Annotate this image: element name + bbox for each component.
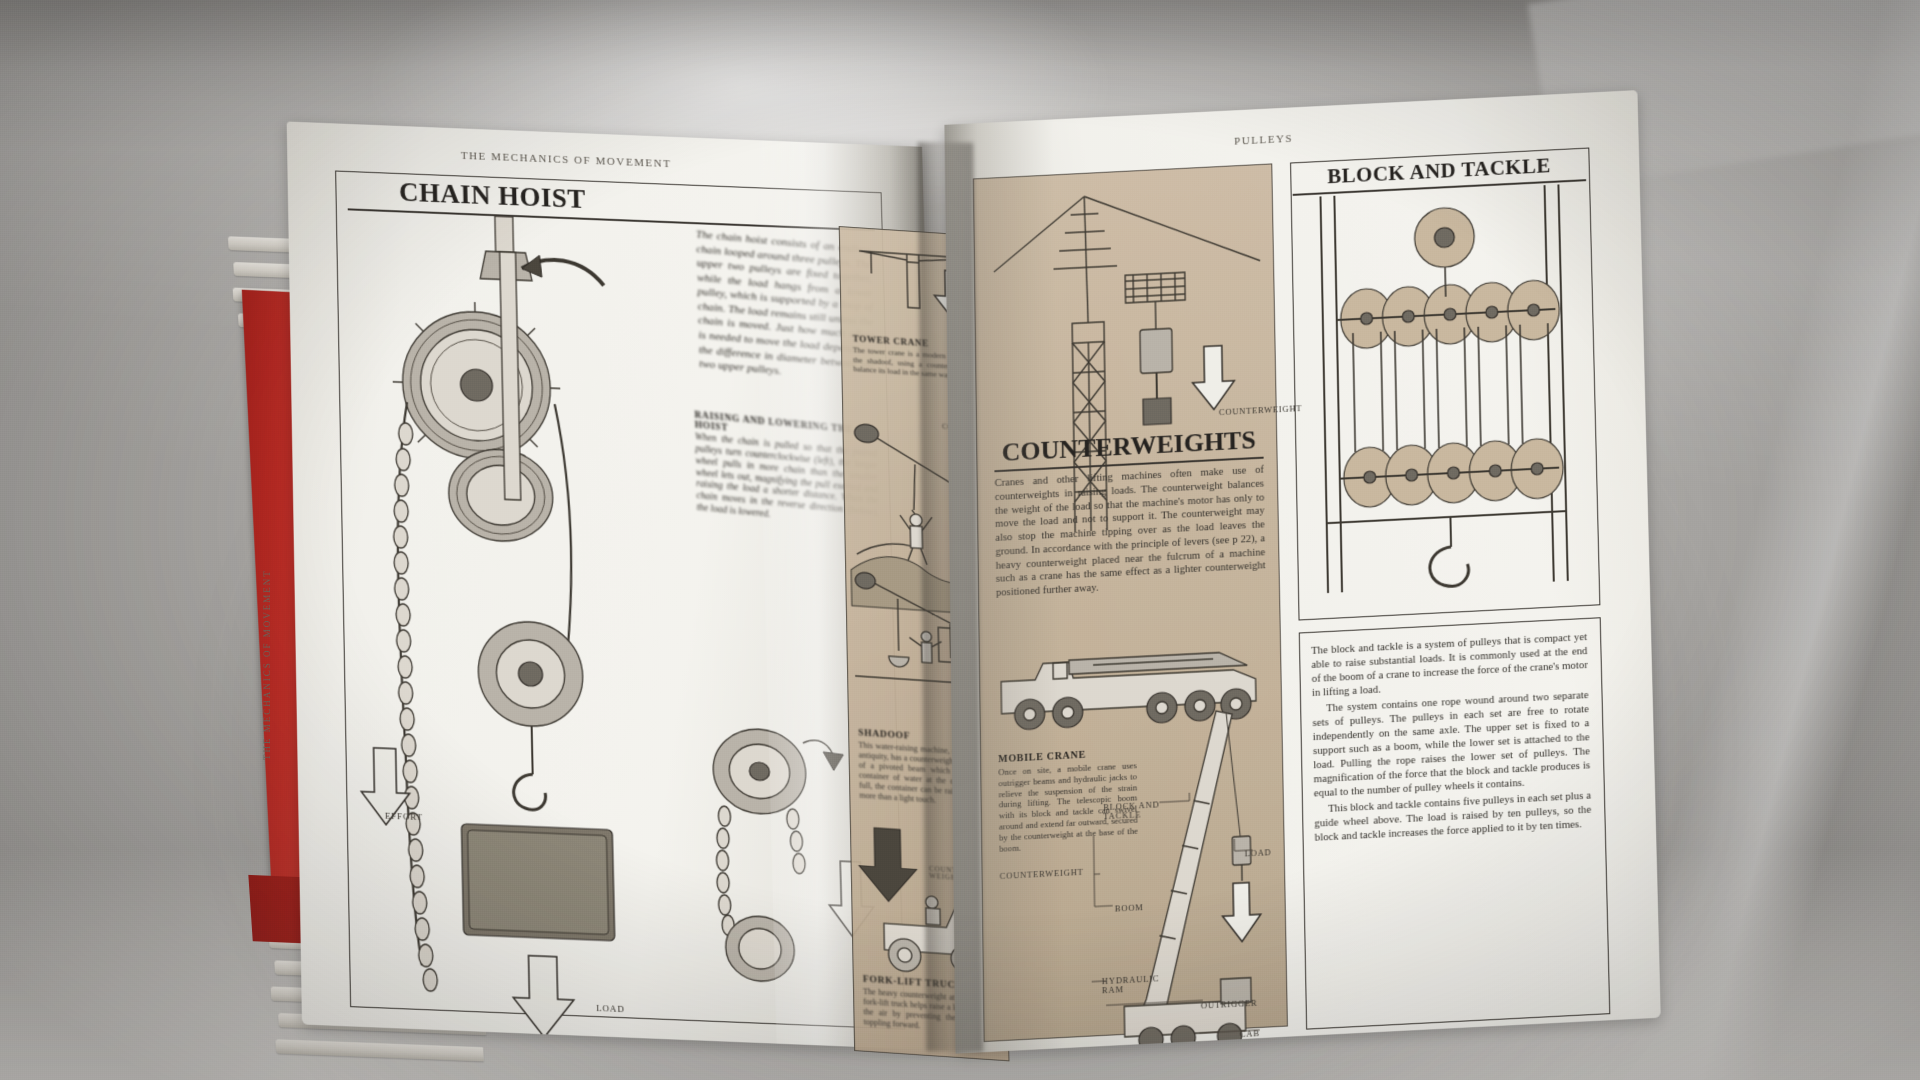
book-edge-text: THE MECHANICS OF MOVEMENT bbox=[262, 569, 272, 760]
book-edge-label: THE MECHANICS OF MOVEMENT bbox=[262, 569, 272, 760]
left-page[interactable]: THE MECHANICS OF MOVEMENT CHAIN HOIST Th… bbox=[286, 121, 949, 1051]
right-running-head: PULLEYS bbox=[1234, 132, 1294, 148]
mobile-crane-erected-illustration bbox=[1120, 683, 1297, 1054]
right-page[interactable]: PULLEYS bbox=[944, 90, 1661, 1054]
left-running-head: THE MECHANICS OF MOVEMENT bbox=[460, 149, 672, 171]
open-book[interactable]: THE MECHANICS OF MOVEMENT CHAIN HOIST Th… bbox=[207, 90, 1744, 1080]
chain-hoist-illustration bbox=[346, 202, 724, 1006]
block-and-tackle-illustration bbox=[1295, 183, 1595, 614]
